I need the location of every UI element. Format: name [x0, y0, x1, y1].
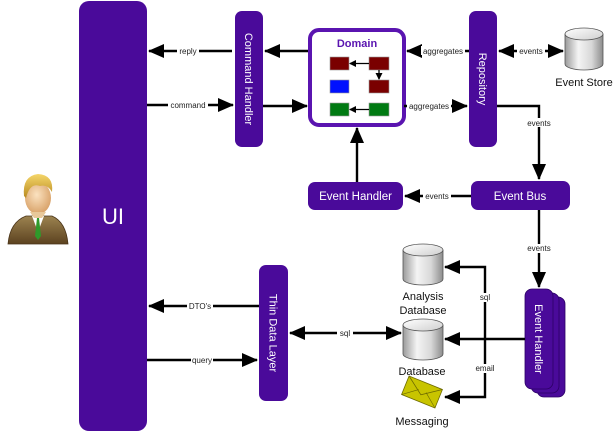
analysis-database-icon [402, 243, 444, 286]
aggregate-block-red-3 [368, 79, 390, 94]
event-store-label: Event Store [555, 77, 612, 89]
edge-aggregates-in: aggregates [406, 44, 469, 58]
edge-aggregates-out: aggregates [404, 99, 468, 113]
ui-label: UI [102, 204, 124, 229]
svg-text:reply: reply [179, 47, 196, 56]
svg-text:events: events [527, 119, 551, 128]
edge-label-email: email [475, 364, 494, 373]
edge-label-sql: sql [480, 293, 490, 302]
event-handler-read-component[interactable]: Event Handler [524, 288, 566, 398]
svg-text:query: query [192, 356, 212, 365]
aggregate-block-blue [329, 79, 350, 94]
command-handler-label: Command Handler [242, 33, 254, 126]
envelope-icon [401, 375, 443, 409]
database-icon [402, 318, 444, 361]
svg-text:command: command [170, 101, 205, 110]
event-handler-domain-label: Event Handler [319, 191, 392, 203]
repository-label: Repository [476, 53, 488, 106]
svg-text:sql: sql [340, 329, 350, 338]
analysis-database-label-line1: Analysis [403, 291, 444, 303]
aggregate-block-red-1 [329, 56, 350, 71]
edge-command: command [147, 98, 234, 112]
svg-text:aggregates: aggregates [423, 47, 463, 56]
edge-repository-event-store: events [498, 44, 564, 58]
event-bus-label: Event Bus [494, 191, 547, 203]
messaging-label: Messaging [395, 416, 448, 428]
user-businessman-icon [7, 174, 69, 245]
svg-text:events: events [425, 192, 449, 201]
event-handler-domain-component[interactable]: Event Handler [308, 182, 403, 210]
event-handler-read-label: Event Handler [532, 304, 544, 374]
aggregate-block-red-2 [368, 56, 390, 71]
edge-bus-event-handler: events [404, 189, 471, 203]
edge-tdl-database-sql: sql [289, 326, 402, 340]
svg-text:DTO's: DTO's [189, 302, 211, 311]
aggregate-block-green-2 [368, 102, 390, 117]
repository-component[interactable]: Repository [469, 11, 497, 147]
event-store-icon [564, 27, 604, 71]
thin-data-layer-component[interactable]: Thin Data Layer [259, 265, 288, 401]
analysis-database-label-line2: Database [399, 305, 446, 317]
edge-handler-sql-email: sql email [444, 260, 496, 404]
database-label: Database [398, 366, 445, 378]
edge-query: query [147, 353, 258, 367]
svg-text:aggregates: aggregates [409, 102, 449, 111]
thin-data-layer-label: Thin Data Layer [267, 294, 279, 373]
edge-repository-event-bus: events [497, 104, 553, 180]
domain-component[interactable]: Domain [308, 28, 406, 127]
event-bus-component[interactable]: Event Bus [471, 181, 570, 210]
svg-text:events: events [527, 244, 551, 253]
edge-dtos: DTO's [148, 299, 259, 313]
svg-text:events: events [519, 47, 543, 56]
command-handler-component[interactable]: Command Handler [235, 11, 263, 147]
ui-component[interactable]: UI [79, 1, 147, 431]
edge-bus-read-handler: events [525, 210, 553, 288]
edge-reply: reply [148, 44, 232, 58]
domain-title: Domain [337, 38, 378, 50]
aggregate-block-green-1 [329, 102, 350, 117]
